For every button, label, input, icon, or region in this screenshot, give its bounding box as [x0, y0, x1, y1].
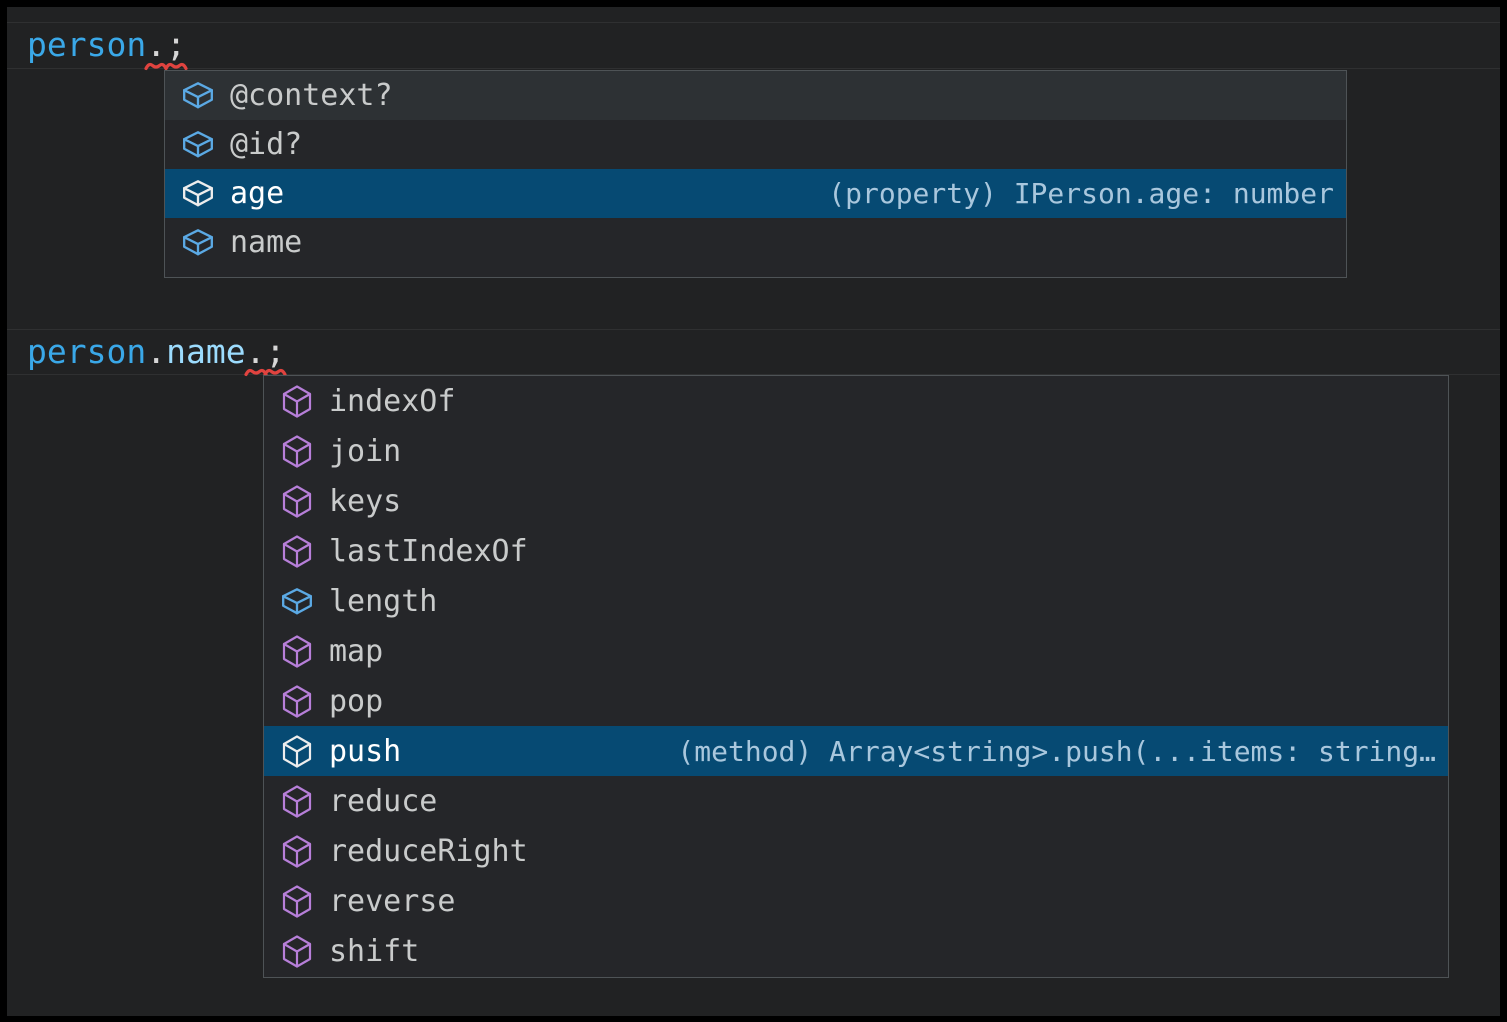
- suggestion-label: age: [230, 176, 285, 211]
- suggestion-item[interactable]: push (method) Array<string>.push(...items…: [264, 726, 1448, 776]
- suggestion-item[interactable]: shift: [264, 926, 1448, 976]
- suggestion-item[interactable]: map: [264, 626, 1448, 676]
- suggestion-item[interactable]: pop: [264, 676, 1448, 726]
- suggestion-item[interactable]: @id?: [165, 120, 1346, 169]
- suggestion-label: shift: [329, 933, 420, 969]
- suggestion-item[interactable]: reverse: [264, 876, 1448, 926]
- field-icon: [179, 126, 217, 164]
- suggestion-item[interactable]: name: [165, 218, 1346, 267]
- suggestion-label: keys: [329, 483, 402, 519]
- suggestion-detail: (method) Array<string>.push(...items: st…: [677, 734, 1436, 768]
- field-icon: [278, 582, 316, 620]
- field-icon: [179, 77, 217, 115]
- code-token-variable: person: [27, 332, 147, 371]
- suggestion-item[interactable]: join: [264, 426, 1448, 476]
- code-line[interactable]: person.;: [7, 22, 1500, 71]
- suggest-widget-person-name-member-suggestions: indexOf join keys lastIndexOf length map pop pu…: [263, 375, 1449, 978]
- suggestion-label: pop: [329, 683, 384, 719]
- method-icon: [278, 682, 316, 720]
- suggestion-label: reduce: [329, 783, 438, 819]
- suggestion-item[interactable]: indexOf: [264, 376, 1448, 426]
- code-token-variable: person: [27, 25, 147, 64]
- suggestion-label: @id?: [230, 127, 303, 162]
- suggestion-item[interactable]: lastIndexOf: [264, 526, 1448, 576]
- suggestion-label: map: [329, 633, 384, 669]
- method-icon: [278, 732, 316, 770]
- method-icon: [278, 432, 316, 470]
- code-token-punct: .: [146, 25, 167, 64]
- method-icon: [278, 932, 316, 970]
- method-icon: [278, 882, 316, 920]
- suggestion-label: push: [329, 733, 402, 769]
- suggestion-label: reduceRight: [329, 833, 528, 869]
- code-token-punct: .: [245, 332, 266, 371]
- suggestion-label: reverse: [329, 883, 456, 919]
- suggestion-item[interactable]: @context?: [165, 71, 1346, 120]
- code-token-punct: ;: [265, 332, 286, 371]
- suggestion-label: lastIndexOf: [329, 533, 528, 569]
- code-token-punct: ;: [166, 25, 186, 64]
- code-editor: person.; @context? @id? age (property) IPer…: [7, 7, 1500, 1016]
- suggestion-label: join: [329, 433, 402, 469]
- suggestion-item[interactable]: length: [264, 576, 1448, 626]
- suggestion-item[interactable]: reduceRight: [264, 826, 1448, 876]
- suggestion-label: indexOf: [329, 383, 456, 419]
- field-icon: [179, 224, 217, 262]
- method-icon: [278, 382, 316, 420]
- suggestion-label: @context?: [230, 78, 393, 113]
- suggestion-item[interactable]: age (property) IPerson.age: number: [165, 169, 1346, 218]
- method-icon: [278, 632, 316, 670]
- suggestion-detail: (property) IPerson.age: number: [828, 177, 1334, 210]
- method-icon: [278, 532, 316, 570]
- suggestion-label: name: [230, 225, 303, 260]
- field-icon: [179, 175, 217, 213]
- suggestion-item[interactable]: reduce: [264, 776, 1448, 826]
- suggestion-label: length: [329, 583, 438, 619]
- method-icon: [278, 482, 316, 520]
- code-token-punct: .: [146, 332, 167, 371]
- code-token-property: name: [166, 332, 246, 371]
- suggestion-item[interactable]: keys: [264, 476, 1448, 526]
- code-line[interactable]: person.name.;: [7, 329, 1500, 377]
- suggest-widget-person-member-suggestions: @context? @id? age (property) IPerson.age: …: [164, 70, 1347, 278]
- method-icon: [278, 782, 316, 820]
- method-icon: [278, 832, 316, 870]
